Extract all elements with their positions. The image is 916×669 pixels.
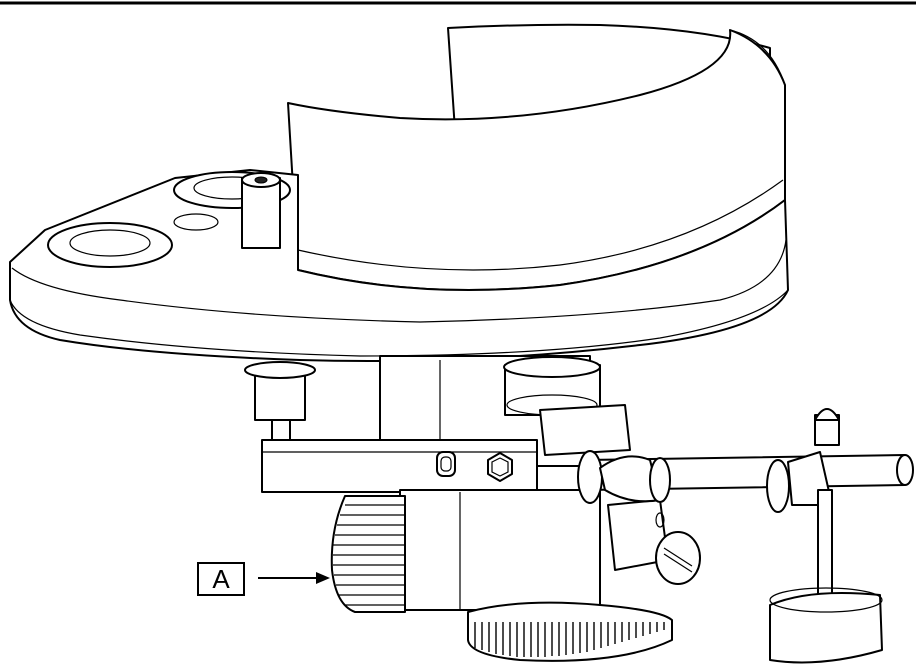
base-plate [9,169,789,362]
weight-stand [766,408,883,664]
callout-label: A [212,564,230,594]
mechanism-body [244,355,631,611]
latch-icon [436,451,456,477]
knurled-knob-icon [330,495,406,613]
pointer-arrow-icon [258,572,330,584]
rod-thumb-screw-left [577,450,671,504]
hex-nut-icon [487,452,513,482]
thumb-screw-icon [655,531,701,585]
knurled-ring-icon [467,601,673,662]
callout-label-box: A [197,562,245,596]
